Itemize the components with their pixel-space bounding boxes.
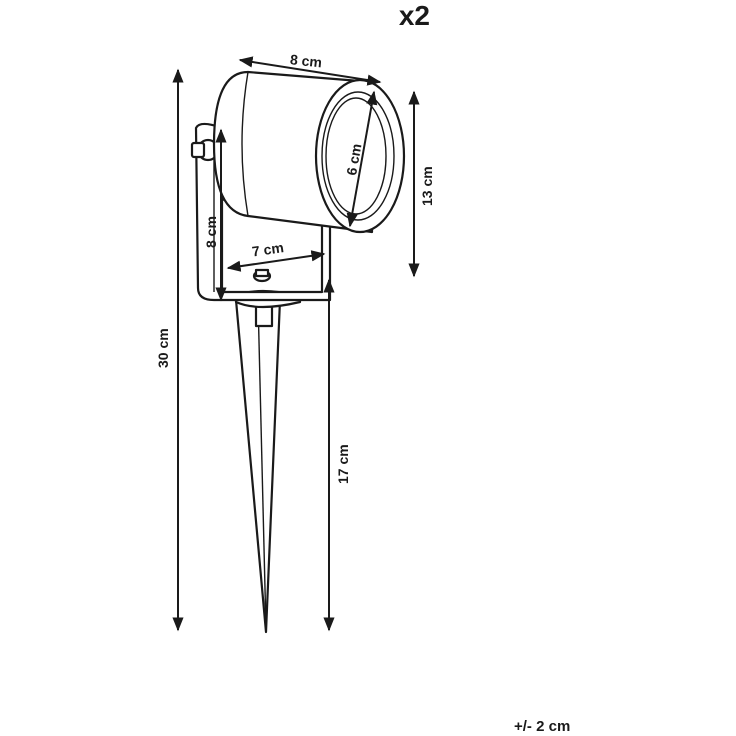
dimension-lens-diameter: 6 cm: [343, 90, 378, 228]
dimension-head-height: 13 cm: [408, 90, 435, 278]
lamp-head: [212, 70, 406, 234]
lens-diameter-label: 6 cm: [343, 142, 364, 176]
ground-spike: [234, 289, 302, 634]
head-length-label: 8 cm: [289, 51, 322, 70]
total-height-label: 30 cm: [155, 328, 171, 368]
dimension-head-length: 8 cm: [238, 51, 382, 86]
mounting-bracket: [190, 122, 332, 302]
tolerance-label: +/- 2 cm: [514, 718, 571, 735]
quantity-label: x2: [398, 0, 430, 31]
dimension-bracket-width: 7 cm: [226, 239, 326, 272]
dimension-spike-length: 17 cm: [323, 278, 351, 632]
spike-length-label: 17 cm: [335, 444, 351, 484]
bracket-width-label: 7 cm: [251, 239, 285, 259]
bracket-height-label: 8 cm: [203, 216, 219, 248]
dimension-total-height: 30 cm: [155, 68, 184, 632]
head-height-label: 13 cm: [419, 166, 435, 206]
dimension-bracket-height: 8 cm: [203, 128, 227, 302]
